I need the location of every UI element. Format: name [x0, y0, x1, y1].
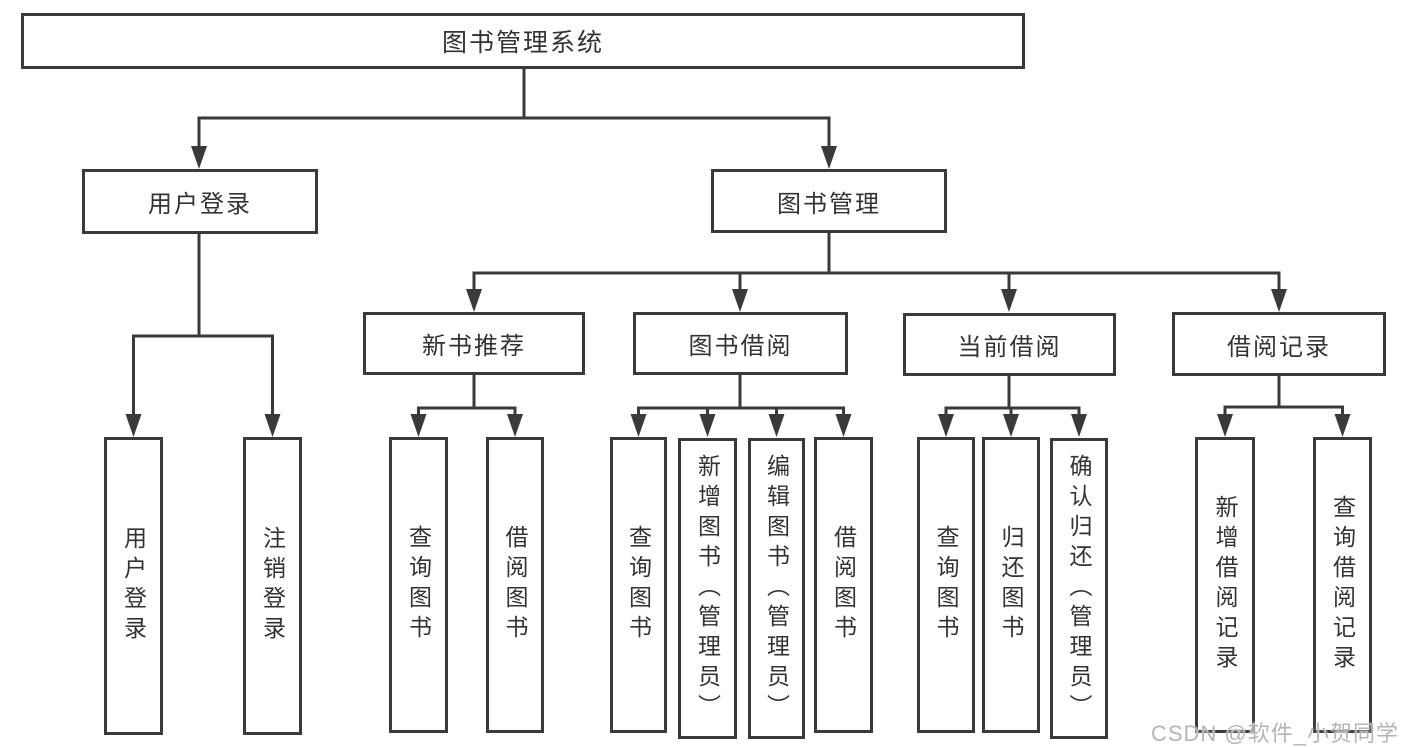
watermark: CSDN @软件_小贺同学 — [1150, 721, 1399, 746]
leaf-add-book-admin: 新增图书（管理员） — [678, 438, 737, 739]
node-user-login: 用户登录 — [82, 169, 318, 234]
leaf-query-books-current: 查询图书 — [917, 437, 975, 733]
leaf-query-books-recommend: 查询图书 — [389, 437, 448, 733]
leaf-user-login: 用户登录 — [104, 437, 163, 735]
leaf-borrow-books: 借阅图书 — [814, 437, 873, 733]
node-book-borrow: 图书借阅 — [633, 312, 848, 375]
node-current-borrow: 当前借阅 — [903, 313, 1116, 376]
node-borrow-records: 借阅记录 — [1172, 312, 1386, 376]
leaf-confirm-return-admin: 确认归还（管理员） — [1050, 438, 1108, 739]
leaf-add-borrow-record: 新增借阅记录 — [1195, 437, 1255, 733]
leaf-edit-book-admin: 编辑图书（管理员） — [748, 438, 805, 739]
node-book-management-system: 图书管理系统 — [21, 13, 1025, 69]
node-book-management: 图书管理 — [711, 169, 947, 233]
leaf-query-borrow-record: 查询借阅记录 — [1313, 437, 1372, 733]
leaf-borrow-books-recommend: 借阅图书 — [486, 437, 544, 733]
leaf-return-books: 归还图书 — [982, 437, 1040, 733]
node-new-book-recommend: 新书推荐 — [363, 312, 585, 375]
leaf-query-books-borrow: 查询图书 — [610, 437, 667, 733]
leaf-logout: 注销登录 — [243, 437, 302, 735]
